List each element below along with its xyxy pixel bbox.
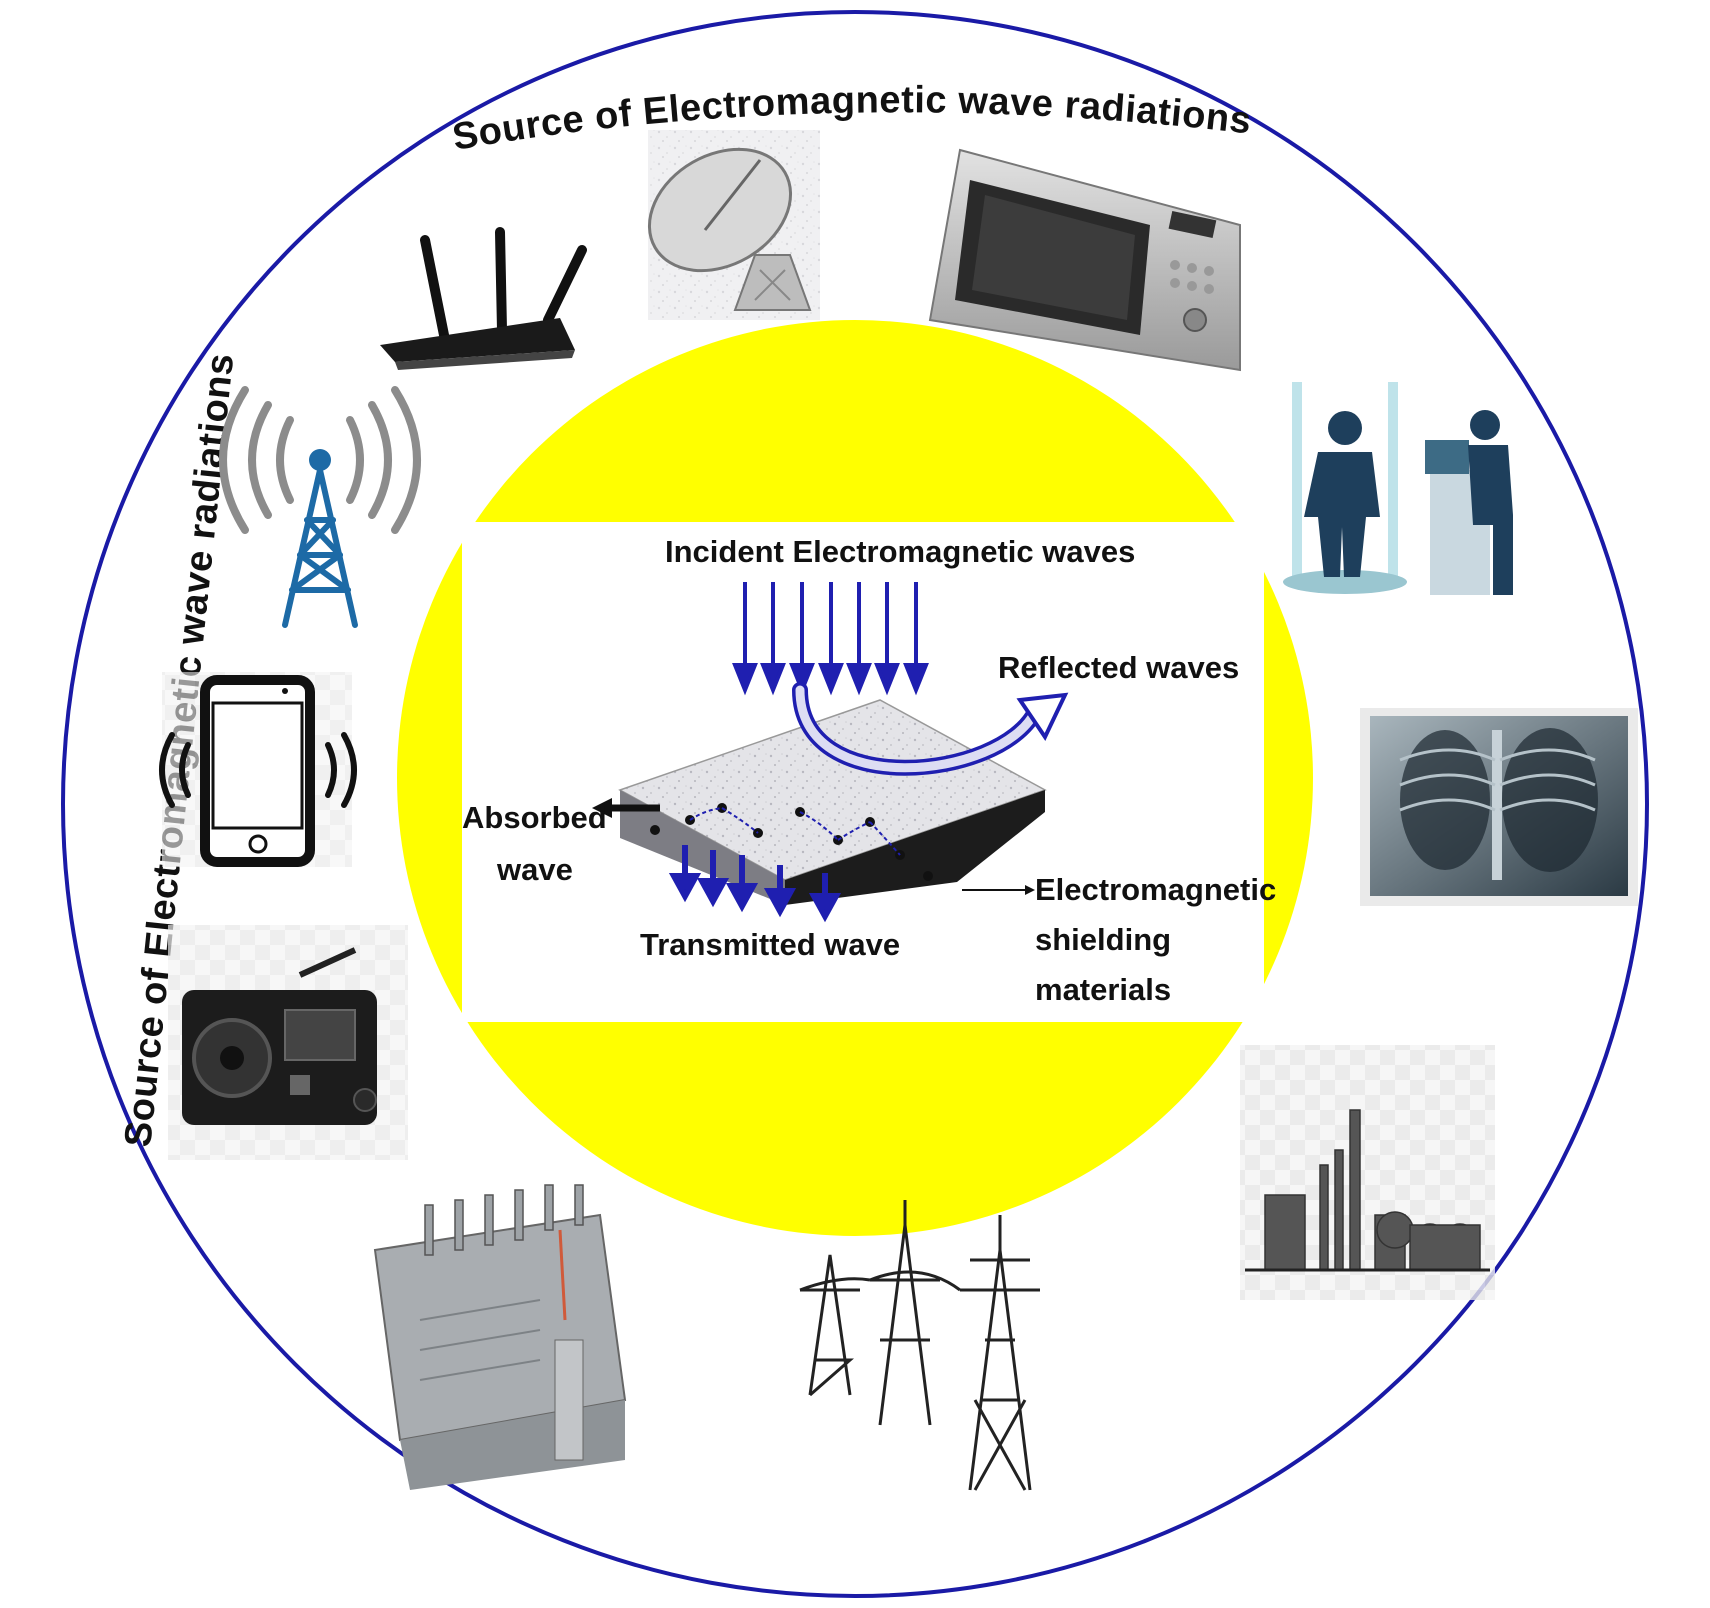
material-label-line2: shielding [1035,922,1171,957]
reflected-arrow [792,682,1069,776]
radio-icon [168,925,408,1160]
power-towers-icon [799,1200,1040,1491]
satellite-dish-icon [647,130,820,320]
absorbed-label-line2: wave [496,852,573,887]
absorbed-arrow [592,798,660,818]
wifi-router-icon [380,227,587,370]
body-scanner-icon [1283,382,1513,595]
material-label-line1: Electromagnetic [1035,872,1276,907]
transmitted-arrows [668,845,842,923]
material-label-line3: materials [1035,972,1171,1007]
incident-waves-label: Incident Electromagnetic waves [665,534,1135,569]
microwave-oven-icon [928,148,1241,372]
reflected-waves-label: Reflected waves [998,650,1239,685]
material-leader [962,885,1035,895]
transmitted-wave-label: Transmitted wave [640,927,900,962]
incident-arrows [732,582,929,696]
mobile-phone-icon [159,672,357,867]
absorbed-label-line1: Absorbed [462,800,607,835]
transformer-icon [373,1184,627,1490]
chest-xray-icon [1360,708,1638,906]
cell-tower-icon [219,386,421,628]
industrial-plant-icon [1240,1045,1495,1300]
